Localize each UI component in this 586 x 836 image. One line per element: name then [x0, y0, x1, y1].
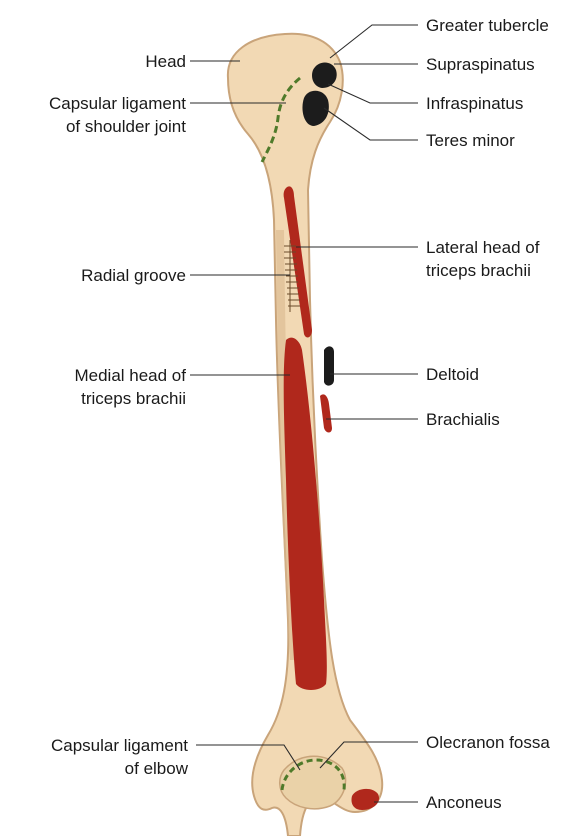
label-radial-groove: Radial groove: [81, 266, 186, 285]
label-capsular-elbow-2: of elbow: [125, 759, 189, 778]
leader-teres-minor: [324, 108, 418, 140]
label-supraspinatus: Supraspinatus: [426, 55, 535, 74]
trochlea: [280, 756, 346, 809]
label-olecranon-fossa: Olecranon fossa: [426, 733, 550, 752]
label-brachialis: Brachialis: [426, 410, 500, 429]
label-lateral-head-1: Lateral head of: [426, 238, 540, 257]
label-medial-head-2: triceps brachii: [81, 389, 186, 408]
label-head: Head: [145, 52, 186, 71]
label-infraspinatus: Infraspinatus: [426, 94, 523, 113]
brachialis-attachment: [320, 394, 332, 432]
label-medial-head-1: Medial head of: [74, 366, 186, 385]
anconeus-attachment: [351, 789, 379, 810]
label-greater-tubercle: Greater tubercle: [426, 16, 549, 35]
label-deltoid: Deltoid: [426, 365, 479, 384]
label-anconeus: Anconeus: [426, 793, 502, 812]
label-capsular-shoulder-2: of shoulder joint: [66, 117, 186, 136]
label-capsular-elbow-1: Capsular ligament: [51, 736, 188, 755]
label-teres-minor: Teres minor: [426, 131, 515, 150]
leader-greater-tubercle: [330, 25, 418, 58]
label-capsular-shoulder-1: Capsular ligament: [49, 94, 186, 113]
label-lateral-head-2: triceps brachii: [426, 261, 531, 280]
deltoid-attachment: [324, 346, 334, 385]
